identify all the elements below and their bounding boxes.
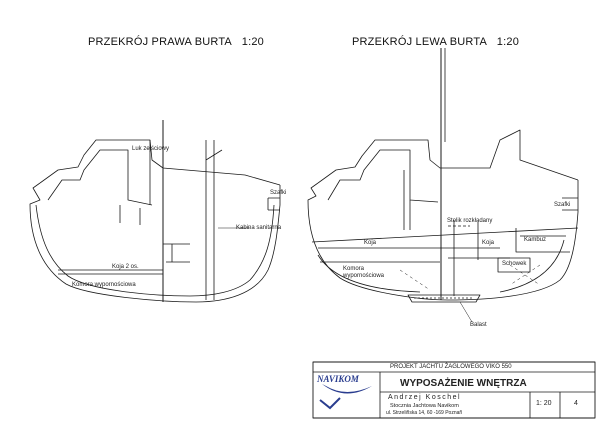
label-szafki-right: Szafki <box>270 190 287 196</box>
label-balast: Balast <box>470 322 487 328</box>
title-right-side: PRZEKRÓJ PRAWA BURTA 1:20 <box>88 36 264 48</box>
starboard-section <box>29 120 281 303</box>
title-left-side: PRZEKRÓJ LEWA BURTA 1:20 <box>352 36 520 48</box>
author-name: Andrzej Koschel <box>388 394 462 401</box>
navikom-logo-mark <box>319 384 372 410</box>
label-koja-left-b: Koja <box>482 240 495 246</box>
label-koja-left-a: Koja <box>364 240 377 246</box>
label-szafki-left: Szafki <box>554 202 571 208</box>
scale-value: 1: 20 <box>536 400 552 407</box>
sheet-number: 4 <box>574 400 578 407</box>
label-komora-left: Komora wypornościowa <box>343 266 385 279</box>
sheet-title: WYPOSAŻENIE WNĘTRZA <box>400 378 527 389</box>
label-schowek: Schowek <box>502 261 527 267</box>
port-section <box>307 48 579 323</box>
label-koja-right: Koja 2 os. <box>112 264 139 270</box>
company-name: Stocznia Jachtowa Navikom <box>390 403 459 409</box>
project-name: PROJEKT JACHTU ŻAGLOWEGO VIKO 550 <box>390 364 512 370</box>
company-logo-text: NAVIKOM <box>317 374 359 384</box>
label-stolik: Stolik rozkładany <box>447 218 493 224</box>
label-komora-right: Komora wypornościowa <box>72 282 136 288</box>
label-kabina: Kabina sanitarna <box>236 225 282 231</box>
label-kambuz: Kambuz <box>524 237 547 243</box>
title-block-frame <box>312 361 596 419</box>
company-address: ul. Strzeliñska 14, 60 -169 Poznañ <box>386 410 463 416</box>
label-luk: Luk zejściowy <box>132 146 170 152</box>
